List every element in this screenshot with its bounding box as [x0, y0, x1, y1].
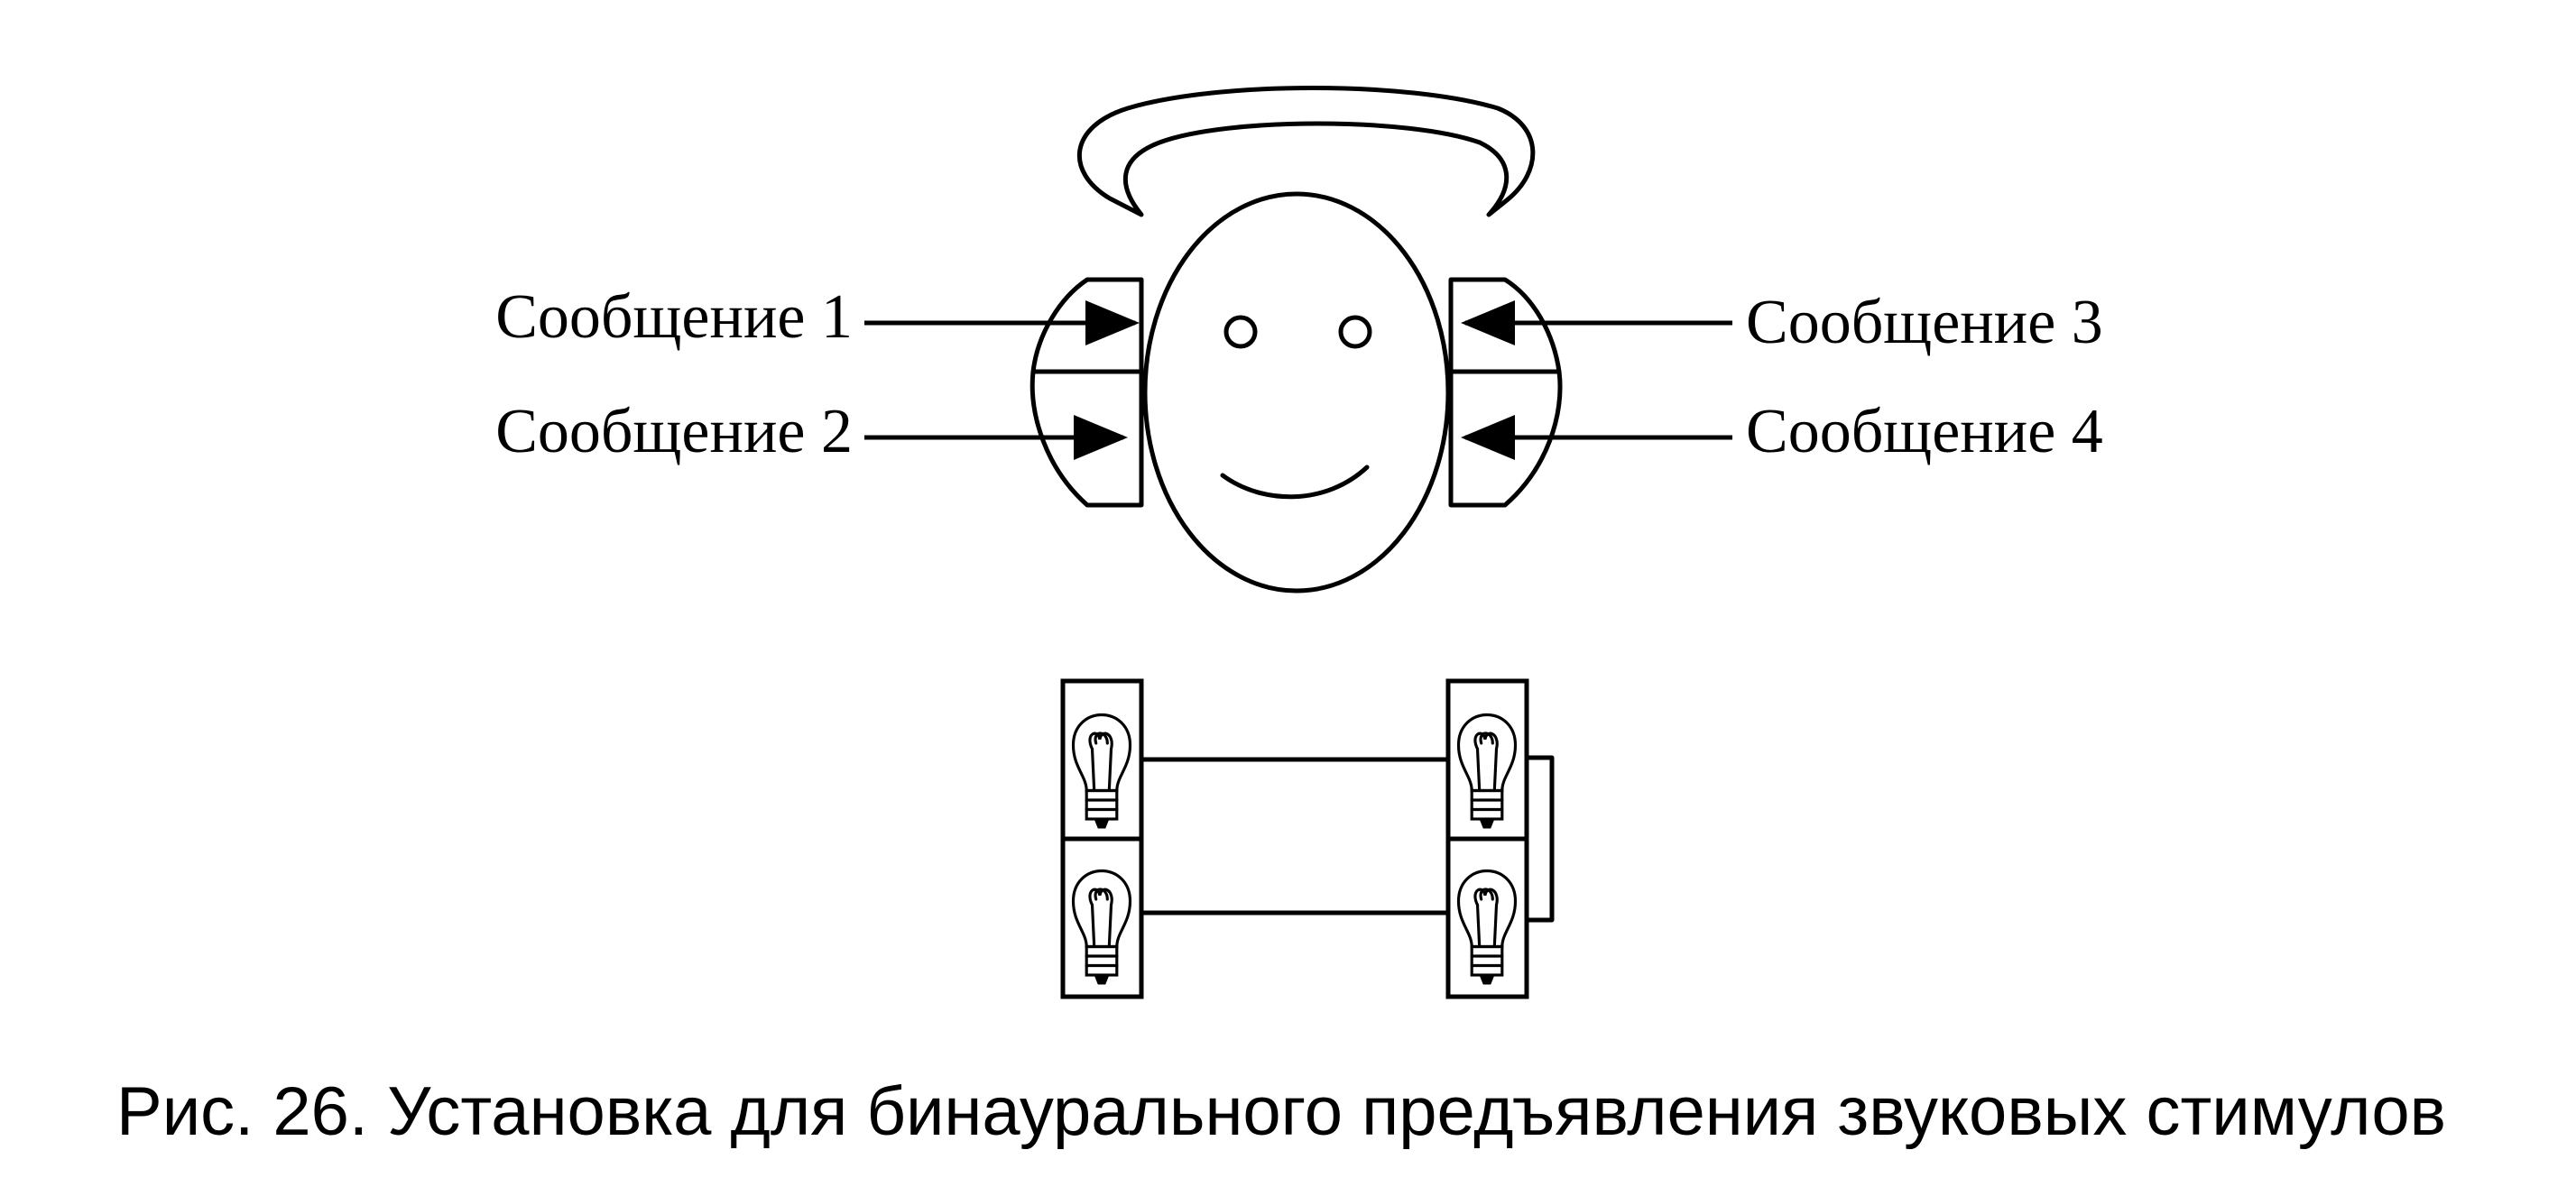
smile: [1220, 465, 1370, 500]
left-eye: [1223, 315, 1258, 349]
label-message-1: Сообщение 1: [495, 282, 853, 352]
side-bracket: [1524, 755, 1555, 923]
label-message-4: Сообщение 4: [1746, 397, 2103, 466]
left-earphone-top: [1030, 277, 1144, 374]
label-message-3: Сообщение 3: [1746, 288, 2103, 357]
bulb-icon: [1456, 713, 1518, 831]
right-eye: [1338, 315, 1372, 349]
left-lamp-box-bottom: [1060, 836, 1144, 999]
bulb-icon: [1071, 713, 1132, 831]
head: [1142, 191, 1451, 594]
light-panel: [1060, 678, 1555, 999]
left-earphone-bottom: [1029, 369, 1144, 508]
label-message-2: Сообщение 2: [495, 397, 853, 466]
bulb-icon: [1456, 869, 1518, 987]
headband: [1076, 86, 1536, 217]
figure-caption: Рис. 26. Установка для бинаурального пре…: [116, 1073, 2446, 1150]
bulb-icon: [1071, 869, 1132, 987]
right-earphone-bottom: [1448, 369, 1563, 508]
right-earphone-top: [1448, 277, 1562, 374]
